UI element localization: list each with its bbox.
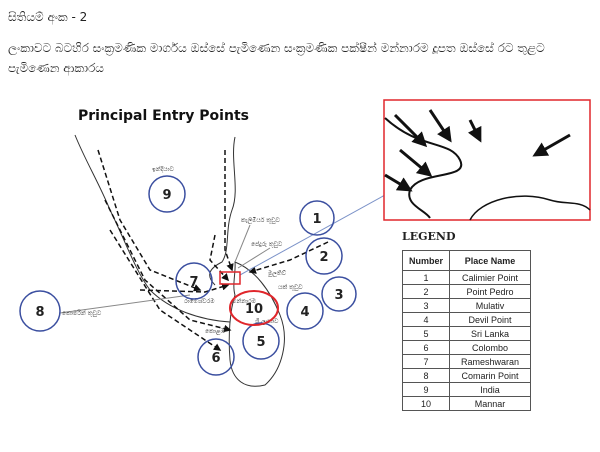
label-rameshwaram: රාමේශ්වරම xyxy=(184,298,215,305)
label-mulativ: මුලතිව් xyxy=(267,270,286,278)
place-name: Devil Point xyxy=(449,312,531,327)
page-heading: සිතියම් අංක - 2 xyxy=(8,10,88,24)
page-caption: ලංකාවට බටහිර සංක්‍රමණික මාර්ගය ඔස්සේ පැම… xyxy=(8,41,545,75)
marker-7: 7 xyxy=(189,275,198,290)
place-number: 2 xyxy=(402,284,450,299)
marker-3: 3 xyxy=(334,288,343,303)
place-number: 8 xyxy=(402,368,450,383)
marker-9: 9 xyxy=(162,188,171,203)
place-number: 6 xyxy=(402,340,450,355)
label-devil: යක් තුඩුව xyxy=(278,284,303,292)
map-title: Principal Entry Points xyxy=(78,108,249,124)
marker-5: 5 xyxy=(256,335,265,350)
place-name: Mannar xyxy=(449,396,531,411)
leader-lines xyxy=(59,194,386,314)
place-number: 3 xyxy=(402,298,450,313)
header-number: Number xyxy=(402,250,450,271)
label-calimere: කැලිමියර් තුඩුව xyxy=(241,217,281,225)
place-name: Comarin Point xyxy=(449,368,531,383)
sri-lanka-outline xyxy=(228,261,285,387)
marker-2: 2 xyxy=(319,250,328,265)
place-number: 7 xyxy=(402,354,450,369)
label-pedro: පේදුරු තුඩුව xyxy=(251,241,283,249)
label-comarin: කොමරින් තුඩුව xyxy=(62,309,102,318)
marker-1: 1 xyxy=(312,212,321,227)
legend-title: LEGEND xyxy=(402,230,456,243)
marker-8: 8 xyxy=(35,305,44,320)
place-name: Calimier Point xyxy=(449,270,531,285)
place-number: 1 xyxy=(402,270,450,285)
place-number: 5 xyxy=(402,326,450,341)
place-name: Colombo xyxy=(449,340,531,355)
header-place: Place Name xyxy=(449,250,531,271)
mannar-highlight-box xyxy=(219,271,241,285)
place-name: Mulativ xyxy=(449,298,531,313)
label-mannar: මන්නාරම xyxy=(232,298,257,305)
marker-6: 6 xyxy=(211,351,220,366)
place-number: 10 xyxy=(402,396,450,411)
india-east-coast xyxy=(209,136,236,286)
place-number: 9 xyxy=(402,382,450,397)
place-name: Rameshwaran xyxy=(449,354,531,369)
label-colombo: කොළඹ xyxy=(205,328,226,335)
label-india: ඉන්දියාව xyxy=(152,166,175,173)
india-west-coast xyxy=(74,134,231,323)
place-number: 4 xyxy=(402,312,450,327)
place-name: Sri Lanka xyxy=(449,326,531,341)
place-name: India xyxy=(449,382,531,397)
place-name: Point Pedro xyxy=(449,284,531,299)
marker-10: 10 xyxy=(245,302,263,317)
marker-circles xyxy=(19,175,357,376)
migration-arrows xyxy=(97,149,329,351)
mannar-inset xyxy=(383,99,591,221)
marker-4: 4 xyxy=(300,305,309,320)
